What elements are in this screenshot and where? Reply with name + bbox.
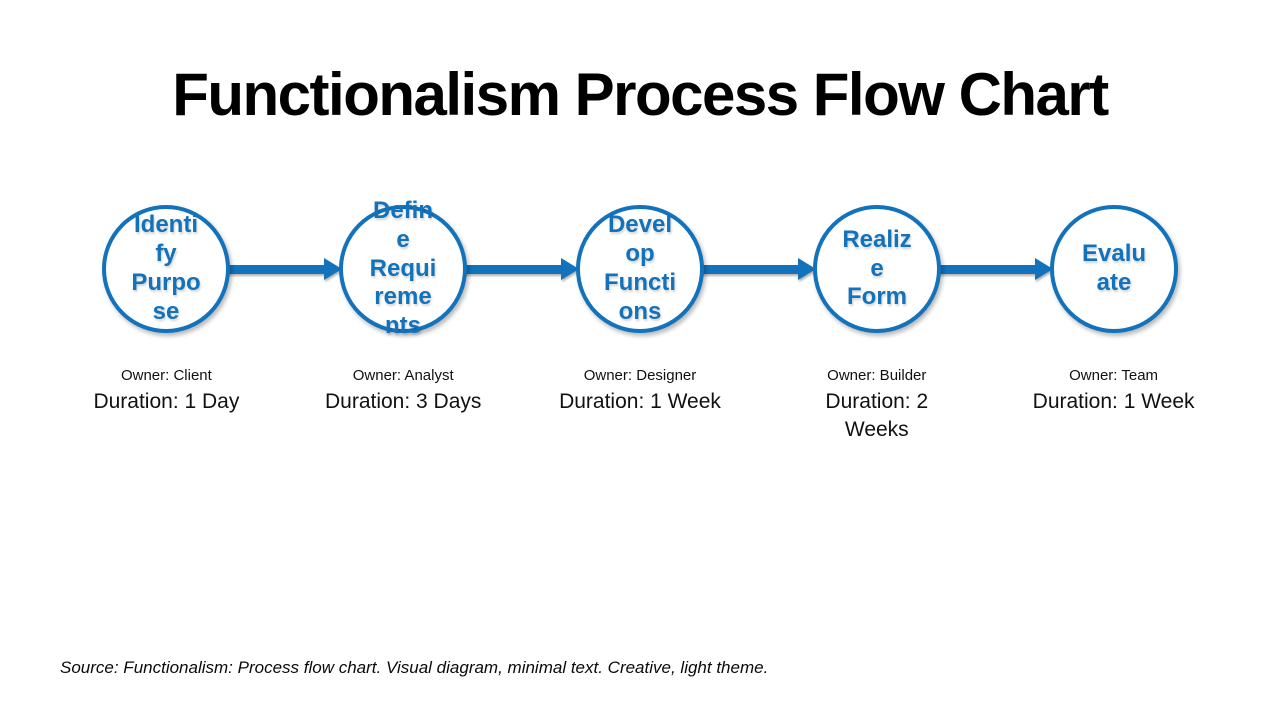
stage-duration: Duration: 1 Week — [559, 389, 721, 413]
stage-label-identify-purpose: Owner: Client Duration: 1 Day — [48, 366, 285, 444]
stage-label-develop-functions: Owner: Designer Duration: 1 Week — [522, 366, 759, 444]
arrow-right-icon — [227, 258, 342, 280]
stage-owner: Owner: Builder — [827, 367, 927, 384]
arrow-right-icon — [938, 258, 1053, 280]
arrow-right-icon — [464, 258, 579, 280]
stage-owner: Owner: Client — [120, 367, 212, 384]
arrow-head — [324, 258, 342, 280]
arrow-right-icon — [701, 258, 816, 280]
stage-label-define-requirements: Owner: Analyst Duration: 3 Days — [285, 366, 522, 444]
stage-labels-row: Owner: Client Duration: 1 Day Owner: Ana… — [48, 366, 1232, 444]
stage-owner: Owner: Team — [1069, 367, 1159, 384]
arrow-shaft — [464, 264, 561, 274]
process-step-label: Defin e Requi reme nts — [369, 197, 437, 340]
process-step-label: Evalu ate — [1081, 240, 1147, 296]
stage-label-evaluate: Owner: Team Duration: 1 Week — [995, 366, 1232, 444]
process-step-label: Devel op Functi ons — [604, 211, 676, 325]
process-step-evaluate: Evalu ate — [1050, 205, 1178, 333]
page-title: Functionalism Process Flow Chart — [172, 61, 1109, 128]
arrow-head — [561, 258, 579, 280]
source-note: Source: Functionalism: Process flow char… — [60, 658, 769, 677]
stage-duration: Duration: 3 Days — [324, 389, 482, 413]
process-step-develop-functions: Devel op Functi ons — [576, 205, 704, 333]
stage-owner: Owner: Analyst — [352, 367, 454, 384]
arrow-head — [798, 258, 816, 280]
process-flow: Identi fy Purpo se Defin e Requi reme nt… — [102, 197, 1178, 339]
stage-label-realize-form: Owner: Builder Duration: 2 Weeks — [758, 366, 995, 444]
arrow-shaft — [938, 264, 1035, 274]
arrow-head — [1035, 258, 1053, 280]
process-step-realize-form: Realiz e Form — [813, 205, 941, 333]
arrow-shaft — [701, 264, 798, 274]
stage-duration: Duration: 1 Week — [1032, 389, 1195, 413]
stage-owner: Owner: Designer — [583, 367, 697, 384]
process-step-label: Realiz e Form — [842, 225, 912, 311]
stage-duration: Duration: 2 Weeks — [825, 389, 929, 441]
process-step-label: Identi fy Purpo se — [131, 211, 201, 325]
process-step-define-requirements: Defin e Requi reme nts — [339, 197, 467, 339]
arrow-shaft — [227, 264, 324, 274]
process-step-identify-purpose: Identi fy Purpo se — [102, 205, 230, 333]
stage-duration: Duration: 1 Day — [93, 389, 240, 413]
